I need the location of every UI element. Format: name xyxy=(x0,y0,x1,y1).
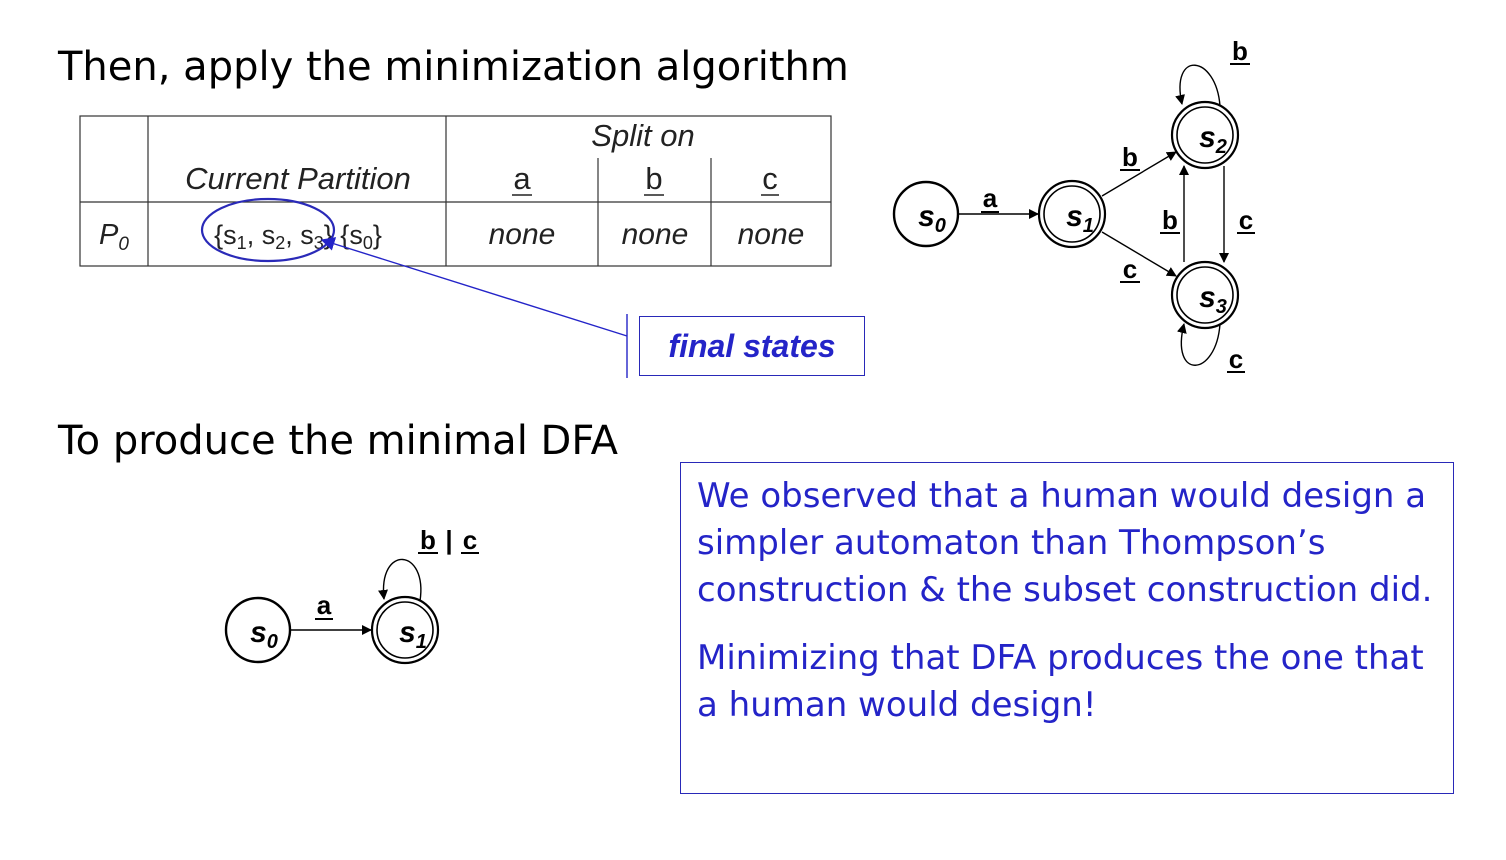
heading-produce-minimal-dfa: To produce the minimal DFA xyxy=(58,418,619,464)
min-state-s0-label: s0 xyxy=(250,616,278,653)
min-loop-c-label: c xyxy=(463,525,477,555)
state-s2-label: s2 xyxy=(1199,121,1227,158)
result-a: none xyxy=(489,218,556,251)
min-state-s1: s1 xyxy=(370,595,440,665)
loop-s3 xyxy=(1176,323,1221,366)
minimal-dfa: s0 s1 a b | c xyxy=(224,525,479,665)
min-state-s1-label: s1 xyxy=(399,616,427,653)
current-partition-header: Current Partition xyxy=(185,161,411,196)
state-s2: s2 xyxy=(1170,100,1240,170)
state-s3-label: s3 xyxy=(1199,281,1227,318)
symbol-b-header: b xyxy=(645,161,662,196)
min-loop-b-label: b xyxy=(420,525,436,555)
min-loop-s1 xyxy=(378,558,422,602)
result-b: none xyxy=(622,218,689,251)
loop-s2 xyxy=(1175,64,1221,107)
table-border xyxy=(79,115,832,267)
min-edge-s0-s1-label: a xyxy=(317,590,332,620)
symbol-a-header: a xyxy=(513,161,531,196)
edge-s1-s2 xyxy=(1101,151,1177,197)
state-s0: s0 xyxy=(892,180,960,248)
state-s3: s3 xyxy=(1170,260,1240,330)
partition-sets: {s1, s2, s3} {s0} xyxy=(214,220,382,253)
final-states-callout-text: final states xyxy=(668,327,836,364)
symbol-c-header: c xyxy=(762,161,778,196)
edge-s1-s3 xyxy=(1101,231,1177,277)
note-paragraph-1: We observed that a human would design a … xyxy=(697,476,1433,610)
original-dfa: s0 s1 s2 s3 a b c b c xyxy=(892,36,1255,374)
observation-note: We observed that a human would design a … xyxy=(680,462,1454,794)
min-state-s0: s0 xyxy=(224,596,292,664)
edge-s0-s1-label: a xyxy=(983,183,998,213)
partition-table: Split on Current Partition a b c P0 {s1,… xyxy=(79,115,832,267)
edge-s3-s2-label: b xyxy=(1162,205,1178,235)
loop-s2-label: b xyxy=(1232,36,1248,66)
heading-apply-minimization: Then, apply the minimization algorithm xyxy=(58,44,849,90)
split-on-header: Split on xyxy=(591,118,694,153)
state-s1-label: s1 xyxy=(1066,200,1094,237)
note-paragraph-2: Minimizing that DFA produces the one tha… xyxy=(697,638,1424,725)
row-label-p0: P0 xyxy=(99,219,129,255)
state-s0-label: s0 xyxy=(918,200,946,237)
edge-s2-s3-label: c xyxy=(1239,205,1253,235)
final-states-callout: final states xyxy=(639,316,865,376)
edge-s1-s2-label: b xyxy=(1122,142,1138,172)
final-states-highlight xyxy=(200,197,336,263)
min-loop-separator: | xyxy=(445,525,452,555)
result-c: none xyxy=(738,218,805,251)
state-s1: s1 xyxy=(1037,179,1107,249)
edge-s1-s3-label: c xyxy=(1123,254,1137,284)
callout-pointer-arrow xyxy=(320,237,628,337)
loop-s3-label: c xyxy=(1229,344,1243,374)
